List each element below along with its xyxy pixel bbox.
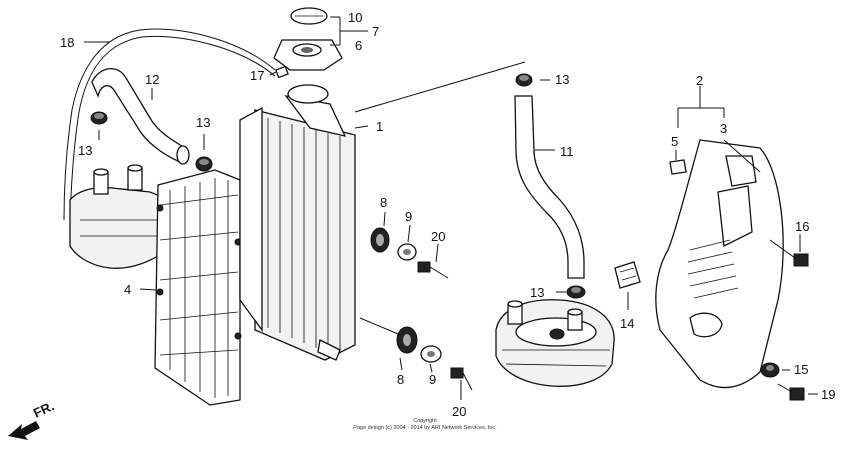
grommet-upper[interactable] (370, 227, 390, 253)
callout-1: 1 (376, 119, 383, 134)
callout-20-lower: 20 (452, 404, 466, 419)
shroud-bolt-19[interactable] (777, 383, 805, 401)
callout-8-upper: 8 (380, 195, 387, 210)
drain-bolt-17[interactable] (275, 65, 289, 79)
callout-5: 5 (671, 134, 678, 149)
overflow-tube[interactable] (63, 28, 276, 221)
shroud-emblem[interactable] (669, 159, 687, 175)
bolt-upper[interactable] (417, 261, 449, 279)
callout-19: 19 (821, 387, 835, 402)
callout-15: 15 (794, 362, 808, 377)
callout-16: 16 (795, 219, 809, 234)
hose-clamp-center[interactable] (195, 156, 213, 172)
collar-lower[interactable] (420, 345, 442, 363)
callout-2: 2 (696, 73, 703, 88)
callout-3: 3 (720, 121, 727, 136)
copyright-notice: Copyright Page design (c) 2004 - 2014 by… (353, 418, 497, 431)
hose-clamp-bottom-right[interactable] (566, 285, 586, 299)
grommet-lower[interactable] (396, 326, 418, 354)
radiator-shroud[interactable] (655, 139, 784, 389)
engine-cylinder-stub (69, 164, 171, 269)
callout-4: 4 (124, 282, 131, 297)
lower-radiator-hose[interactable] (514, 95, 585, 279)
callout-8-lower: 8 (397, 372, 404, 387)
callout-10: 10 (348, 10, 362, 25)
leader-lines (84, 16, 818, 400)
radiator-cap[interactable] (273, 39, 343, 71)
front-label: FR. (31, 398, 56, 420)
callout-13-center: 13 (196, 115, 210, 130)
callout-20-upper: 20 (431, 229, 445, 244)
front-direction-arrow: FR. (8, 398, 56, 440)
radiator[interactable] (239, 84, 356, 361)
upper-radiator-hose[interactable] (91, 68, 190, 165)
callout-7: 7 (372, 24, 379, 39)
callout-11: 11 (560, 144, 574, 159)
hose-clamp-left[interactable] (90, 111, 108, 125)
callout-14: 14 (620, 316, 634, 331)
bolt-lower[interactable] (450, 367, 473, 391)
cap-seal[interactable] (290, 7, 328, 25)
callout-13-top-right: 13 (555, 72, 569, 87)
collar-upper[interactable] (397, 243, 417, 261)
shroud-bolt-16[interactable] (769, 239, 809, 267)
cylinder-head[interactable] (495, 299, 615, 387)
callout-9-upper: 9 (405, 209, 412, 224)
copyright-line-1: Copyright (413, 418, 437, 424)
clip-14[interactable] (614, 261, 641, 289)
callout-12: 12 (145, 72, 159, 87)
hose-clamp-top-right[interactable] (515, 73, 533, 87)
radiator-guard[interactable] (154, 169, 242, 406)
callout-labels: 1 2 3 4 5 6 7 8 8 9 9 10 11 12 13 13 13 … (60, 10, 835, 419)
shroud-collar-15[interactable] (760, 362, 780, 378)
callout-18: 18 (60, 35, 74, 50)
callout-17: 17 (250, 68, 264, 83)
callout-13-bottom-right: 13 (530, 285, 544, 300)
copyright-line-2: Page design (c) 2004 - 2014 by ARI Netwo… (353, 425, 497, 431)
callout-13-left: 13 (78, 143, 92, 158)
callout-6: 6 (355, 38, 362, 53)
callout-9-lower: 9 (429, 372, 436, 387)
